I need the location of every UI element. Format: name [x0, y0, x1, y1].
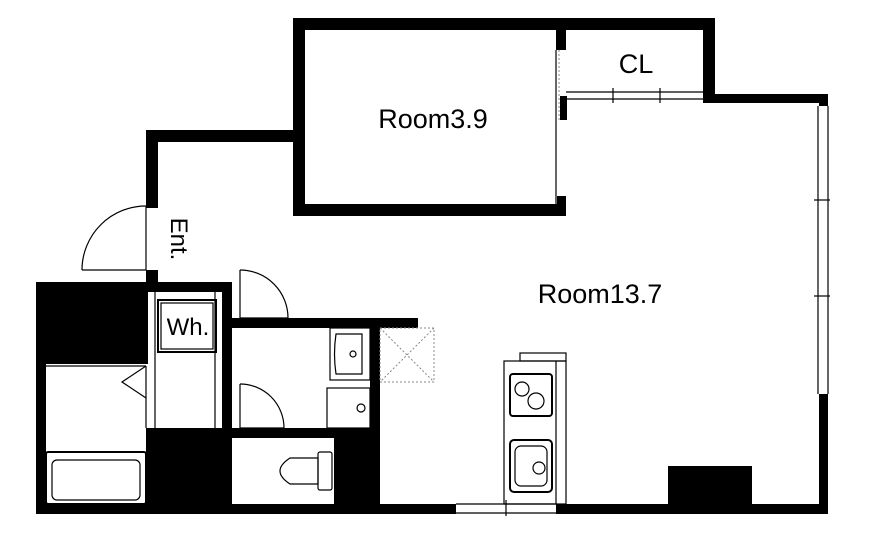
right-wall	[814, 94, 830, 514]
room-main-label: Room13.7	[538, 279, 663, 309]
entrance-label: Ent.	[165, 218, 192, 261]
shaft	[379, 327, 435, 383]
kitchen-counter	[503, 352, 567, 505]
washer-label: Wh.	[167, 314, 210, 341]
corridor-door-lower	[239, 383, 285, 429]
closet-label: CL	[619, 49, 654, 79]
closet-walls	[566, 18, 828, 103]
toilet-walls	[232, 318, 418, 514]
toilet	[279, 451, 333, 491]
wash-basin	[326, 327, 371, 429]
sliding-door-room-small	[555, 50, 560, 204]
entrance-walls	[36, 130, 305, 292]
room-small-label: Room3.9	[378, 104, 488, 134]
left-walls	[36, 282, 232, 514]
entrance-door	[81, 205, 147, 271]
room-small-walls	[293, 18, 715, 216]
washer-box	[157, 299, 217, 353]
corridor-door-upper	[239, 269, 289, 319]
bathroom	[45, 292, 216, 505]
